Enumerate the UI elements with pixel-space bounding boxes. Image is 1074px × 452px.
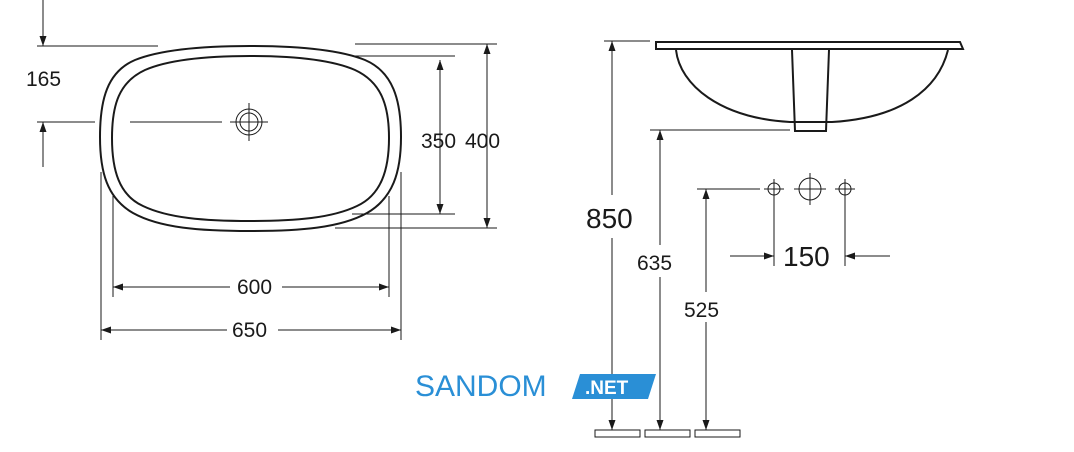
dimension-label-600: 600 — [237, 276, 272, 299]
watermark-brand: SANDOM — [415, 370, 547, 403]
drain-icon — [230, 103, 268, 141]
dimension-635: 635 — [637, 129, 790, 430]
basin-bowl-section — [675, 49, 949, 123]
watermark-badge-background — [572, 374, 656, 399]
watermark-badge: .NET — [585, 378, 629, 399]
floor-block-middle — [644, 429, 691, 438]
dimension-label-165: 165 — [26, 68, 61, 91]
watermark-logo: SANDOM .NET — [415, 370, 656, 403]
basin-outer-outline — [98, 44, 403, 233]
dimension-600: 600 — [112, 196, 390, 299]
dimension-525: 525 — [684, 188, 760, 430]
tap-hole-right-icon — [835, 179, 855, 199]
top-view: 165 350 400 600 650 — [26, 0, 500, 342]
dimension-label-400: 400 — [465, 130, 500, 153]
tap-hole-left-icon — [764, 179, 784, 199]
drain-pipe — [791, 49, 830, 132]
basin-rim — [655, 41, 965, 50]
dimension-850: 850 — [586, 40, 650, 430]
dimension-label-650: 650 — [232, 319, 267, 342]
floor-block-left — [594, 429, 641, 438]
dimension-label-850: 850 — [586, 203, 633, 234]
basin-inner-outline — [110, 54, 391, 223]
dimension-165: 165 — [26, 0, 158, 167]
dimension-label-635: 635 — [637, 252, 672, 275]
dimension-label-350: 350 — [421, 130, 456, 153]
dimension-label-525: 525 — [684, 299, 719, 322]
tap-hole-center-icon — [794, 173, 826, 205]
floor-block-right — [694, 429, 741, 438]
dimension-650: 650 — [100, 172, 402, 342]
dimension-150: 150 — [730, 199, 890, 272]
dimension-label-150: 150 — [783, 241, 830, 272]
dimension-350: 350 — [352, 55, 456, 215]
side-view: 850 635 525 — [586, 40, 965, 438]
dimension-400: 400 — [335, 43, 500, 229]
